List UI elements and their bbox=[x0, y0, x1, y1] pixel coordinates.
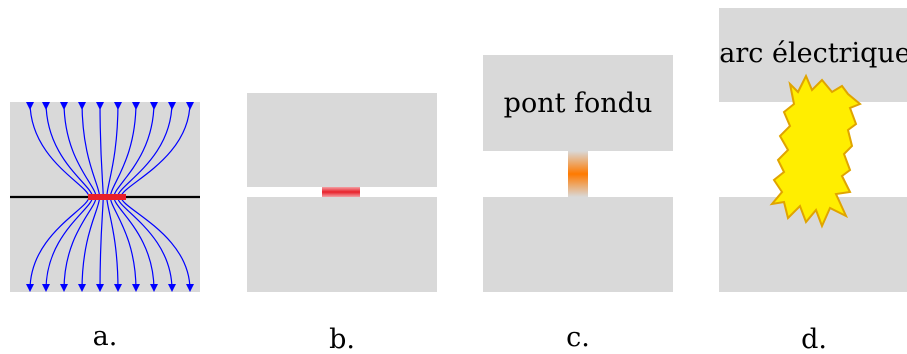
field-arrowhead bbox=[60, 102, 68, 110]
field-arrowhead bbox=[114, 102, 122, 110]
field-arrowhead bbox=[168, 284, 176, 292]
panel-c: pont fondu bbox=[483, 55, 673, 292]
contact-spot-b bbox=[322, 187, 360, 197]
field-arrowhead bbox=[96, 284, 104, 292]
caption-c: c. bbox=[566, 322, 590, 353]
field-arrowhead bbox=[78, 284, 86, 292]
panel-d: arc électrique bbox=[719, 8, 907, 292]
caption-b: b. bbox=[329, 324, 355, 354]
panel-b-lower-block bbox=[247, 197, 437, 292]
panel-a bbox=[10, 101, 200, 292]
caption-a: a. bbox=[93, 321, 118, 352]
electric-arc bbox=[769, 73, 862, 229]
panel-c-upper-block bbox=[483, 55, 673, 151]
panel-b bbox=[247, 93, 437, 292]
field-arrowhead bbox=[186, 284, 194, 292]
label-arc-electrique: arc électrique bbox=[719, 38, 907, 69]
field-arrowhead bbox=[60, 284, 68, 292]
field-arrowhead bbox=[132, 284, 140, 292]
field-arrowhead bbox=[168, 102, 176, 110]
field-arrowhead bbox=[114, 284, 122, 292]
field-arrowhead bbox=[26, 284, 34, 292]
field-arrowhead bbox=[42, 284, 50, 292]
panel-b-upper-block bbox=[247, 93, 437, 187]
panel-d-upper-block bbox=[719, 8, 907, 102]
field-arrowhead bbox=[186, 102, 194, 110]
field-arrowhead bbox=[150, 284, 158, 292]
field-arrowhead bbox=[78, 102, 86, 110]
field-arrowhead bbox=[42, 102, 50, 110]
contact-spot-a bbox=[88, 194, 126, 200]
molten-bridge bbox=[568, 151, 588, 197]
panel-c-lower-block bbox=[483, 197, 673, 292]
field-arrowhead bbox=[150, 102, 158, 110]
field-arrowhead bbox=[96, 102, 104, 110]
caption-d: d. bbox=[801, 324, 827, 354]
field-arrowhead bbox=[26, 102, 34, 110]
label-pont-fondu: pont fondu bbox=[504, 88, 653, 119]
field-arrowhead bbox=[132, 102, 140, 110]
